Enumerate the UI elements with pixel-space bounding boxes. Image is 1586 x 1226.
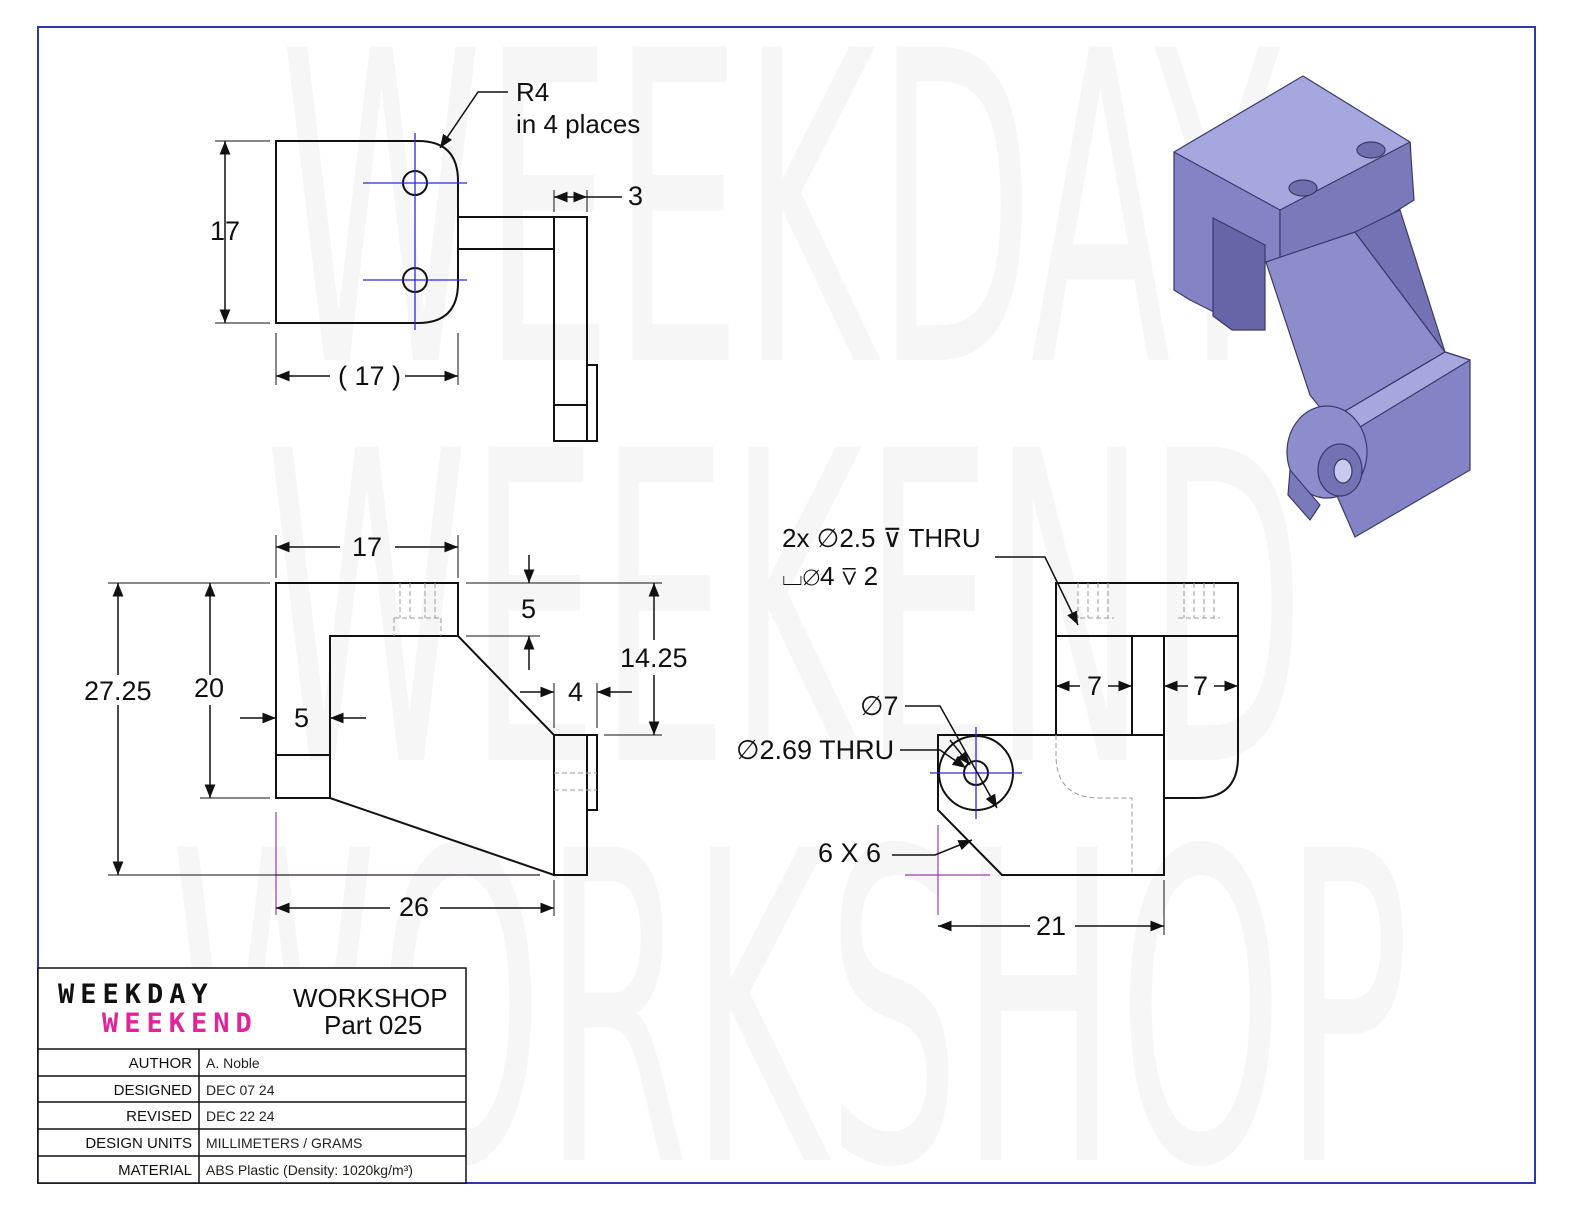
tb-value-revised: DEC 22 24: [206, 1108, 275, 1124]
tb-label-material: MATERIAL: [118, 1162, 192, 1179]
tb-value-author: A. Noble: [206, 1055, 260, 1071]
r4-note-line1: R4: [516, 77, 549, 107]
side-hole-callout-1: 2x ∅2.5 ⊽ THRU: [782, 523, 981, 553]
r4-note-line2: in 4 places: [516, 109, 640, 139]
title-block-title: WORKSHOP: [293, 983, 448, 1013]
front-dim-upper-height: 20: [194, 673, 224, 703]
side-dim-chamfer: 6 X 6: [818, 838, 881, 868]
tb-value-units: MILLIMETERS / GRAMS: [206, 1135, 362, 1151]
front-dim-right-height: 14.25: [620, 643, 688, 673]
top-view-arm-lines: [458, 216, 554, 250]
top-centerlines: [363, 133, 467, 330]
front-dim-base: 26: [399, 892, 429, 922]
sheet-border: [37, 26, 1536, 1184]
side-dim-boss: ∅7: [860, 691, 899, 721]
front-dim-top-width: 17: [352, 532, 382, 562]
front-dim-notch: 5: [521, 594, 536, 624]
front-dim-left-wall: 5: [294, 703, 309, 733]
top-dim-wall: 3: [628, 181, 643, 211]
front-view-tab: [553, 734, 588, 876]
tb-value-material: ABS Plastic (Density: 1020kg/m³): [206, 1162, 413, 1178]
front-hidden: [393, 583, 597, 791]
side-dim-gap-right: 7: [1193, 671, 1208, 701]
top-view-tab: [554, 364, 598, 442]
top-view: [215, 91, 622, 442]
side-dim-gap-left: 7: [1087, 671, 1102, 701]
r4-leader: [439, 91, 508, 149]
top-view-plate: [275, 140, 459, 324]
side-hole-callout-2: ⌴∅4 ⊽ 2: [782, 561, 878, 591]
front-dim-total-height: 27.25: [84, 676, 152, 706]
tb-label-units: DESIGN UNITS: [85, 1135, 192, 1152]
side-view: [892, 556, 1239, 935]
front-dim-tab: 4: [568, 677, 583, 707]
front-view-inner: [329, 635, 458, 798]
tb-value-designed: DEC 07 24: [206, 1082, 275, 1098]
tb-label-designed: DESIGNED: [114, 1082, 193, 1099]
side-dim-width: 21: [1036, 911, 1066, 941]
logo-line-1: WEEKDAY: [58, 979, 214, 1010]
side-view-outline: [937, 582, 1239, 876]
side-dim-pin: ∅2.69 THRU: [736, 735, 894, 765]
top-dim-height: 17: [210, 216, 240, 246]
front-view: [108, 535, 662, 916]
title-block: WEEKDAY WEEKEND WORKSHOP Part 025 AUTHOR…: [37, 967, 467, 1184]
top-dim-width: ( 17 ): [338, 361, 401, 391]
title-block-part: Part 025: [324, 1010, 422, 1040]
isometric-view: [1173, 75, 1471, 538]
tb-label-revised: REVISED: [126, 1108, 192, 1125]
logo-line-2: WEEKEND: [102, 1008, 258, 1039]
tb-label-author: AUTHOR: [129, 1055, 193, 1072]
